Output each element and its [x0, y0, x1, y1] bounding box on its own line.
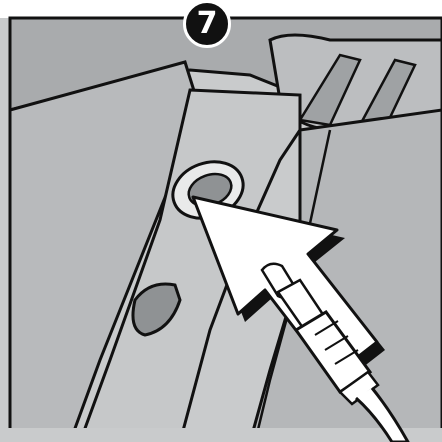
main-rail: [78, 88, 302, 442]
cable-strain-relief: [338, 370, 380, 406]
left-panel: [8, 60, 202, 442]
cable-plug-ridge-1: [314, 320, 339, 336]
cable-plug-housing: [293, 310, 373, 395]
step-number-badge: 7: [183, 0, 231, 48]
cable-wire: [354, 387, 410, 442]
bottom-strip: [0, 428, 442, 442]
cable-plug-ridge-2: [324, 335, 349, 351]
cable-plug-ridge-3: [334, 349, 359, 365]
right-rail-edge: [253, 129, 332, 442]
top-right-detail: [297, 53, 362, 127]
lower-slot: [131, 282, 182, 337]
